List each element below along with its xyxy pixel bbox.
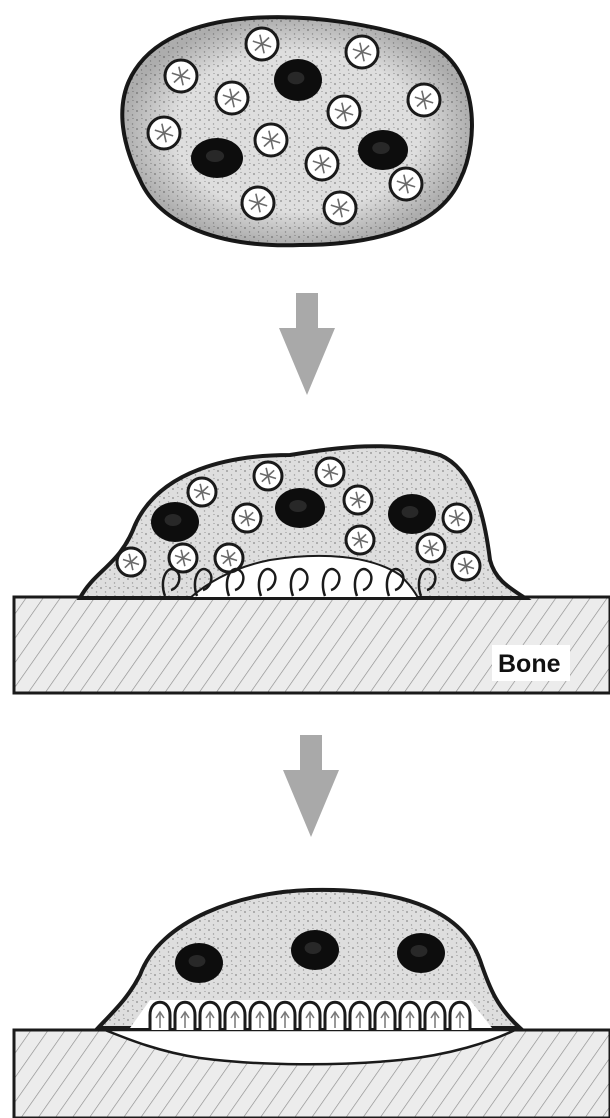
ruffle-fold	[425, 1002, 445, 1030]
ruffle-fold	[375, 1002, 395, 1030]
vesicle	[316, 458, 344, 486]
ruffle-fold	[275, 1002, 295, 1030]
bone-label: Bone	[498, 650, 561, 678]
ruffle-fold	[300, 1002, 320, 1030]
ruffle-fold	[200, 1002, 220, 1030]
ruffle-fold	[400, 1002, 420, 1030]
vesicle	[169, 544, 197, 572]
attaching-osteoclast: Bone	[14, 446, 610, 693]
nucleus	[388, 494, 436, 534]
vesicle	[148, 117, 180, 149]
vesicle	[246, 28, 278, 60]
vesicle	[346, 36, 378, 68]
vesicle	[216, 82, 248, 114]
nucleus	[175, 943, 223, 983]
down-arrow	[279, 293, 335, 395]
vesicle	[233, 504, 261, 532]
vesicle	[306, 148, 338, 180]
vesicle	[417, 534, 445, 562]
vesicle	[324, 192, 356, 224]
vesicle	[117, 548, 145, 576]
ruffle-fold	[350, 1002, 370, 1030]
nucleus	[291, 930, 339, 970]
nucleus	[191, 138, 243, 178]
vesicle	[346, 526, 374, 554]
nucleus	[275, 488, 325, 528]
vesicle	[390, 168, 422, 200]
vesicle	[328, 96, 360, 128]
vesicle	[215, 544, 243, 572]
vesicle	[188, 478, 216, 506]
vesicle	[254, 462, 282, 490]
nucleus	[151, 502, 199, 542]
vesicle	[344, 486, 372, 514]
vesicle	[165, 60, 197, 92]
ruffle-fold	[250, 1002, 270, 1030]
nucleus	[274, 59, 322, 101]
vesicle	[255, 124, 287, 156]
nucleus	[358, 130, 408, 170]
ruffle-fold	[450, 1002, 470, 1030]
nucleus	[397, 933, 445, 973]
free-osteoclast	[122, 17, 472, 245]
ruffle-fold	[225, 1002, 245, 1030]
vesicle	[408, 84, 440, 116]
ruffle-fold	[150, 1002, 170, 1030]
vesicle	[443, 504, 471, 532]
down-arrow	[283, 735, 339, 837]
resorbing-osteoclast	[14, 890, 610, 1118]
ruffle-fold	[325, 1002, 345, 1030]
vesicle	[452, 552, 480, 580]
ruffle-fold	[175, 1002, 195, 1030]
vesicle	[242, 187, 274, 219]
